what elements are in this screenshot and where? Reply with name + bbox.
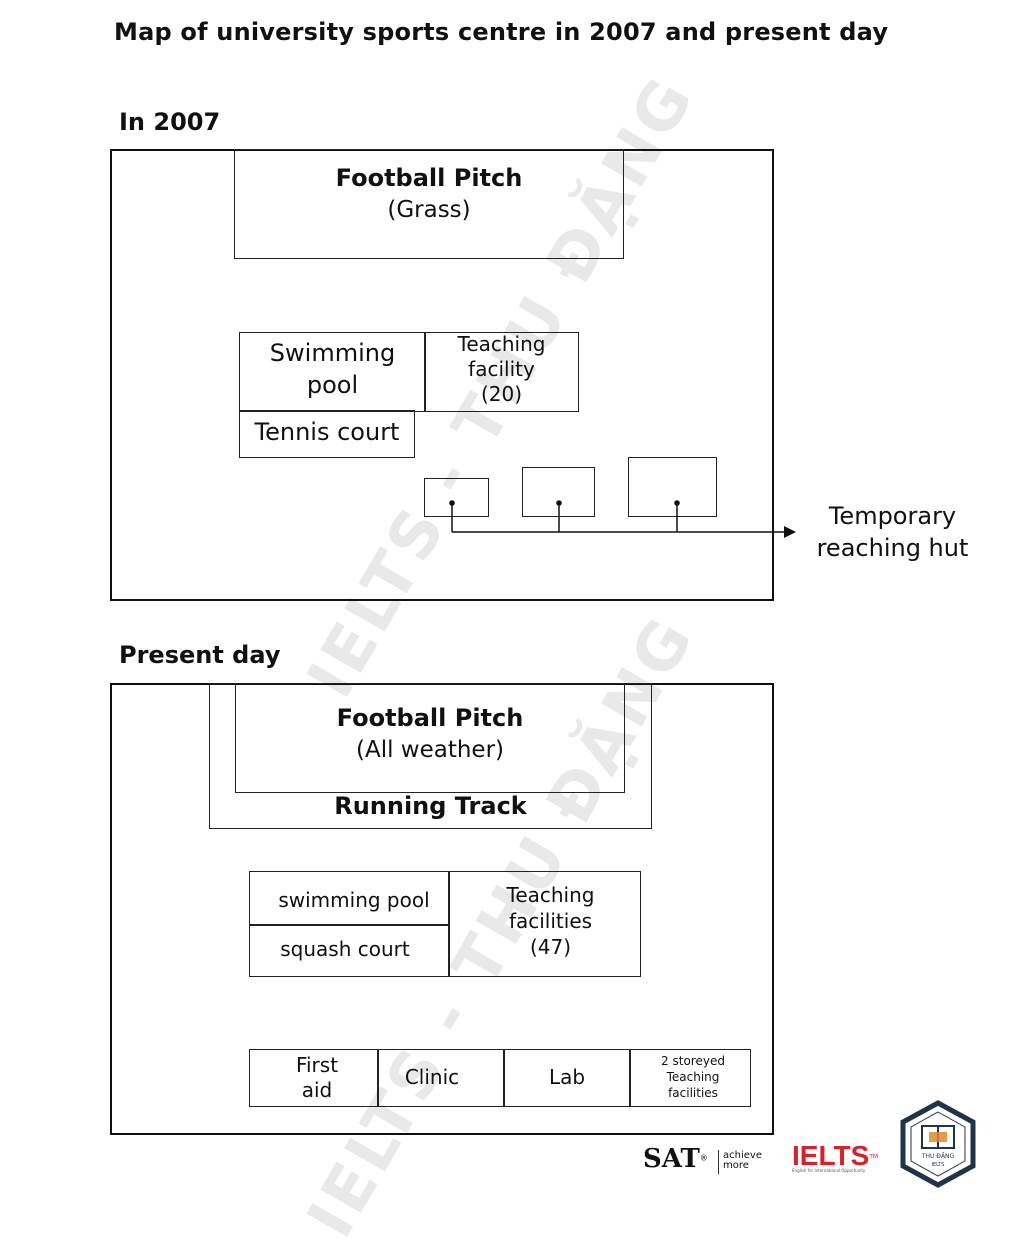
tennis-court-2007 [239, 410, 415, 458]
sat-tagline-2: more [723, 1160, 749, 1171]
sat-logo-text: SAT [643, 1144, 700, 1174]
swimming-pool-2007-label-1: Swimming [269, 339, 396, 367]
temporary-hut-1 [424, 478, 489, 517]
temporary-hut-label-1: Temporary [828, 502, 957, 530]
first-aid [249, 1049, 379, 1107]
first-aid-label-2: aid [301, 1078, 333, 1102]
teaching-facilities-present-label-3: (47) [529, 935, 572, 959]
football-pitch-2007-surface: (Grass) [387, 197, 471, 223]
swimming-pool-2007 [239, 332, 426, 412]
ielts-logo-tm: TM [869, 1153, 879, 1161]
first-aid-label-1: First [295, 1053, 339, 1077]
sat-logo-divider [718, 1150, 719, 1174]
teaching-facilities-present-label-2: facilities [508, 909, 593, 933]
two-storeyed-label-3: facilities [668, 1086, 718, 1100]
football-pitch-2007 [234, 149, 624, 259]
swimming-pool-2007-label-2: pool [306, 371, 359, 399]
two-storeyed-label-1: 2 storeyed [661, 1054, 725, 1068]
clinic-label: Clinic [404, 1065, 460, 1089]
badge-sub: IELTS [932, 1162, 945, 1168]
swimming-pool-present [249, 871, 450, 926]
lab-label: Lab [548, 1065, 586, 1089]
badge-name: THU ĐẶNG [921, 1153, 955, 1160]
temporary-hut-3 [628, 457, 717, 517]
ielts-logo: IELTSTM English for International Opport… [792, 1140, 878, 1173]
ielts-logo-tagline: English for International Opportunity [792, 1168, 866, 1173]
football-pitch-present-surface: (All weather) [355, 737, 505, 763]
sat-logo-tagline: achieve more [723, 1151, 762, 1171]
page-title: Map of university sports centre in 2007 … [114, 18, 889, 46]
squash-court-label: squash court [280, 937, 410, 961]
football-pitch-present-name: Football Pitch [336, 704, 524, 732]
teaching-facilities-present-label-1: Teaching [506, 883, 595, 907]
teaching-facility-2007 [424, 332, 579, 412]
swimming-pool-present-label: swimming pool [278, 888, 430, 912]
teaching-facilities-present [448, 871, 641, 977]
map-2007-frame [110, 149, 774, 601]
teaching-facility-2007-label-2: facility [468, 357, 535, 381]
lab [503, 1049, 631, 1107]
temporary-hut-label-2: reaching hut [816, 534, 969, 562]
map-present-frame [110, 683, 774, 1135]
squash-court [249, 924, 450, 977]
football-pitch-2007-name: Football Pitch [335, 164, 523, 192]
football-pitch-present [235, 683, 625, 793]
sat-logo: SAT® [643, 1144, 708, 1180]
ielts-logo-text: IELTS [792, 1140, 870, 1171]
two-storeyed-teaching-facilities [629, 1049, 751, 1107]
tennis-court-2007-label: Tennis court [254, 418, 400, 446]
teaching-facility-2007-label-3: (20) [480, 382, 523, 406]
running-track-label: Running Track [334, 792, 527, 820]
sat-tagline-1: achieve [723, 1150, 762, 1161]
clinic [377, 1049, 505, 1107]
section-label-present: Present day [119, 641, 281, 669]
hut-connector-arrow [449, 500, 796, 538]
two-storeyed-label-2: Teaching [666, 1070, 720, 1084]
sat-logo-reg: ® [699, 1153, 708, 1163]
teaching-facility-2007-label-1: Teaching [457, 332, 546, 356]
section-label-2007: In 2007 [119, 108, 221, 136]
badge-inner-hexagon [910, 1111, 966, 1177]
thudang-badge: THU ĐẶNG IELTS [900, 1100, 976, 1188]
